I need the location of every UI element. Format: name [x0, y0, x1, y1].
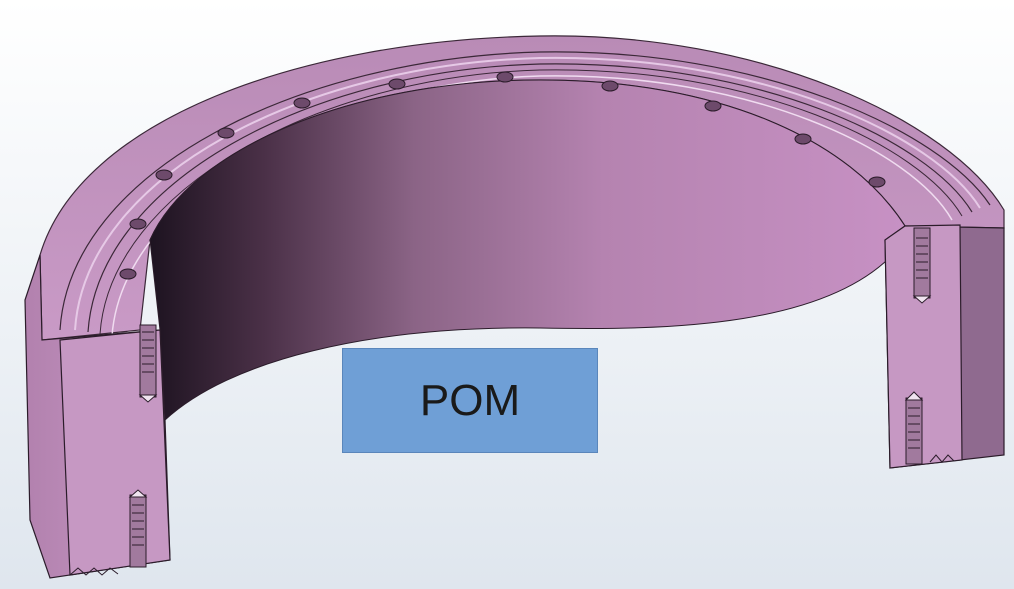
left-bottom-notches [69, 567, 119, 576]
bolt-hole [496, 71, 514, 83]
bolt-hole [388, 78, 406, 90]
bolt-holes [119, 71, 886, 280]
bolt-hole [868, 176, 886, 188]
left-threaded-holes [128, 324, 158, 568]
material-label-text: POM [419, 375, 521, 425]
bolt-hole [129, 218, 147, 230]
bolt-hole [217, 127, 235, 139]
threaded-hole [129, 494, 147, 568]
threaded-hole [139, 324, 157, 398]
bolt-hole [293, 97, 311, 109]
right-bottom-notches [929, 454, 955, 463]
bolt-hole [119, 268, 137, 280]
right-threaded-holes [904, 227, 932, 465]
bolt-hole [155, 169, 173, 181]
groove-line [59, 51, 991, 331]
material-label-box: POM [342, 348, 598, 453]
bolt-hole [601, 80, 619, 92]
groove-line [74, 56, 981, 331]
groove-line [87, 63, 973, 333]
bolt-hole [704, 100, 722, 112]
right-section-front [884, 224, 963, 469]
groove-line [99, 69, 963, 335]
bolt-hole [794, 133, 812, 145]
